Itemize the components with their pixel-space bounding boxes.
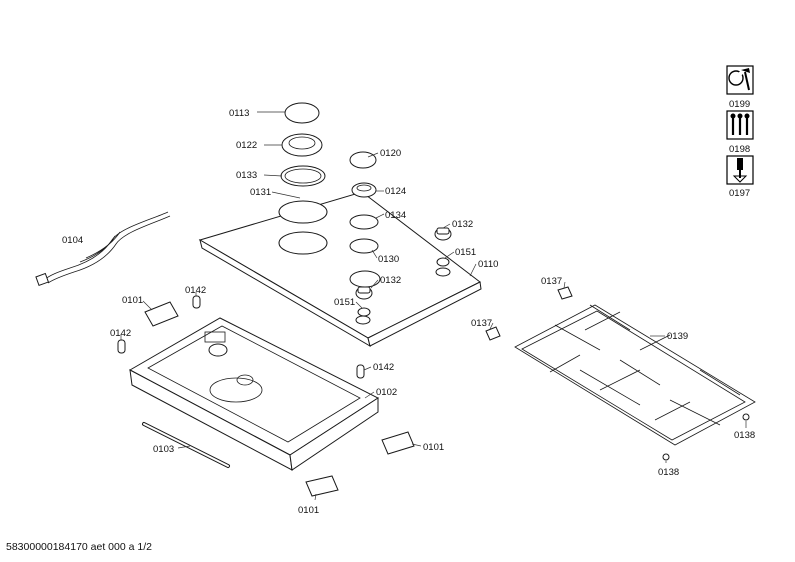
callout-0110: 0110 [478, 259, 498, 270]
burner-head-small [351, 182, 377, 198]
callout-0151-b: 0151 [334, 297, 355, 308]
legend-service-tools-label: 0199 [729, 99, 750, 110]
knob-seal-right [436, 257, 450, 267]
callout-0102: 0102 [376, 387, 397, 398]
grate-clip-top [557, 286, 573, 300]
callout-0133: 0133 [236, 170, 257, 181]
legend-screws: 0198 [726, 110, 754, 155]
callout-0142-c: 0142 [373, 362, 394, 373]
power-cable [35, 211, 171, 287]
callout-0122: 0122 [236, 140, 257, 151]
callout-labels: 0113 0122 0120 0133 0124 0131 0134 0132 … [62, 108, 755, 516]
burner-cap-small [349, 151, 377, 169]
callout-0138-b: 0138 [658, 467, 679, 478]
control-knob-front [355, 286, 373, 300]
seal-strip [142, 422, 230, 468]
callout-0137-b: 0137 [471, 318, 492, 329]
bracket-left [144, 301, 179, 327]
document-footer: 58300000184170 aet 000 a 1/2 [6, 541, 152, 553]
callout-0139: 0139 [667, 331, 688, 342]
callout-0142-b: 0142 [110, 328, 131, 339]
callout-0132-a: 0132 [452, 219, 473, 230]
callout-0142-a: 0142 [185, 285, 206, 296]
bottom-tray [128, 317, 380, 471]
burner-ring-large [280, 165, 326, 187]
control-knob-right [434, 227, 452, 241]
knob-seal-front [357, 307, 371, 317]
bracket-right [381, 431, 415, 455]
callout-0131: 0131 [250, 187, 271, 198]
rubber-foot-right [742, 413, 750, 421]
callout-0124: 0124 [385, 186, 406, 197]
bracket-bottom [305, 475, 339, 497]
rubber-foot-bottom [662, 453, 670, 461]
grate-clip-left [485, 326, 501, 341]
legend-screws-label: 0198 [729, 144, 750, 155]
legend-screwdriver-label: 0197 [729, 188, 750, 199]
hob-top-plate [198, 191, 482, 348]
callout-0103: 0103 [153, 444, 174, 455]
callout-0130: 0130 [378, 254, 399, 265]
callout-0120: 0120 [380, 148, 401, 159]
callout-0101-b: 0101 [423, 442, 444, 453]
callout-0113: 0113 [229, 108, 249, 119]
callout-0101-c: 0101 [298, 505, 319, 516]
legend-service-tools: 0199 [726, 65, 754, 110]
callout-0101-a: 0101 [122, 295, 143, 306]
burner-cap-large [284, 102, 320, 124]
screws-icon [730, 113, 750, 135]
callout-0104: 0104 [62, 235, 83, 246]
legend-screwdriver: 0197 [726, 155, 754, 199]
wrench-icon [728, 68, 750, 91]
screw-feet [117, 295, 365, 379]
burner-head-large [281, 133, 323, 157]
pan-support-grate [514, 304, 756, 446]
callout-0151-a: 0151 [455, 247, 476, 258]
callout-0134: 0134 [385, 210, 406, 221]
callout-0138-a: 0138 [734, 430, 755, 441]
callout-0137-a: 0137 [541, 276, 562, 287]
callout-0132-b: 0132 [380, 275, 401, 286]
leader-lines [120, 111, 747, 501]
screwdriver-icon [732, 158, 748, 183]
